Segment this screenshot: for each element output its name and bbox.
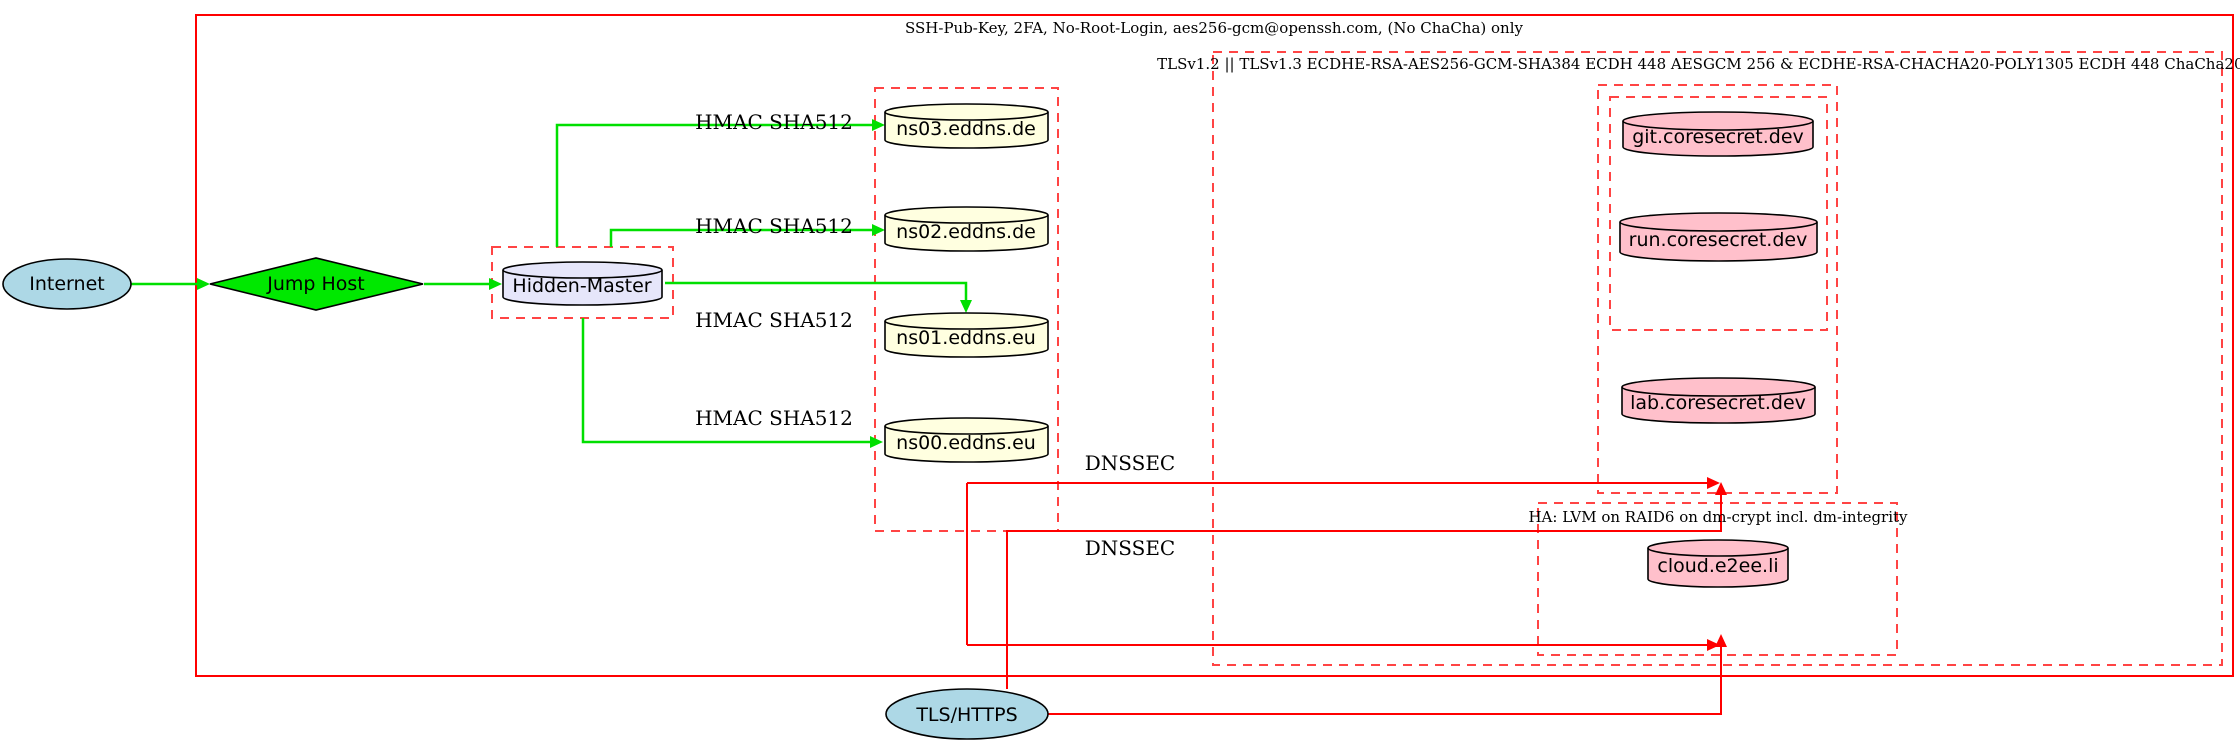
git-node bbox=[1622, 111, 1814, 157]
edge-label-hmac-ns03: HMAC SHA512 bbox=[695, 110, 853, 134]
jump-host-label: Jump Host bbox=[267, 273, 365, 295]
ha-cluster-box bbox=[1537, 502, 1898, 656]
ssh-cluster-box bbox=[195, 14, 2234, 677]
ns00-label: ns00.eddns.eu bbox=[896, 432, 1036, 454]
edge-tlshttps-to-ha bbox=[1048, 647, 1722, 715]
ns03-node bbox=[884, 103, 1049, 149]
edge-hiddenmaster-ns02 bbox=[609, 228, 873, 247]
ns01-label: ns01.eddns.eu bbox=[896, 327, 1036, 349]
run-label: run.coresecret.dev bbox=[1628, 229, 1808, 251]
arrowhead-ns01 bbox=[960, 300, 972, 313]
ha-cluster-label: HA: LVM on RAID6 on dm-crypt incl. dm-in… bbox=[1528, 508, 1908, 526]
nameserver-cluster-box bbox=[874, 87, 1059, 532]
edge-label-dnssec-1: DNSSEC bbox=[1084, 451, 1176, 475]
tls-cluster-box bbox=[1212, 51, 2223, 666]
lab-label: lab.coresecret.dev bbox=[1630, 392, 1806, 414]
arrowhead-coresecret-right bbox=[1707, 477, 1720, 489]
edge-label-dnssec-2: DNSSEC bbox=[1084, 536, 1176, 560]
lab-node bbox=[1621, 377, 1816, 424]
coresecret-cluster-box bbox=[1597, 84, 1838, 494]
arrowhead-ha-right bbox=[1707, 639, 1720, 651]
ns03-label: ns03.eddns.de bbox=[896, 118, 1036, 140]
red-edges bbox=[966, 482, 1722, 715]
arrowhead-ns03 bbox=[872, 119, 885, 131]
green-arrowheads bbox=[197, 119, 972, 448]
hidden-master-label: Hidden-Master bbox=[512, 275, 652, 297]
edge-tlshttps-to-coresecret bbox=[1006, 495, 1722, 689]
internet-label: Internet bbox=[29, 273, 105, 295]
edge-hiddenmaster-ns00 bbox=[581, 318, 871, 444]
arrowhead-coresecret-up bbox=[1715, 482, 1727, 495]
jump-host-node bbox=[209, 257, 424, 311]
arrowhead-jumphost bbox=[197, 278, 210, 290]
internet-node bbox=[2, 258, 132, 310]
ns02-label: ns02.eddns.de bbox=[896, 221, 1036, 243]
edge-hiddenmaster-ns03 bbox=[555, 123, 873, 247]
git-label: git.coresecret.dev bbox=[1632, 126, 1804, 148]
edge-label-hmac-ns01: HMAC SHA512 bbox=[695, 308, 853, 332]
edge-label-hmac-ns00: HMAC SHA512 bbox=[695, 406, 853, 430]
arrowhead-ns00 bbox=[870, 436, 883, 448]
tls-cluster-label: TLSv1.2 || TLSv1.3 ECDHE-RSA-AES256-GCM-… bbox=[1157, 55, 2240, 73]
tls-https-label: TLS/HTTPS bbox=[916, 704, 1018, 726]
edge-label-hmac-ns02: HMAC SHA512 bbox=[695, 214, 853, 238]
red-arrowheads bbox=[1707, 477, 1727, 651]
edge-hiddenmaster-ns01 bbox=[665, 281, 968, 301]
ssh-cluster-label: SSH-Pub-Key, 2FA, No-Root-Login, aes256-… bbox=[905, 19, 1523, 37]
cloud-node bbox=[1647, 539, 1789, 588]
ns02-node bbox=[884, 206, 1049, 252]
arrowhead-hiddenmaster bbox=[489, 278, 502, 290]
tls-https-node bbox=[885, 688, 1049, 740]
arrowhead-ha-up bbox=[1715, 634, 1727, 647]
cloud-label: cloud.e2ee.li bbox=[1657, 555, 1779, 577]
run-node bbox=[1619, 212, 1818, 262]
green-edges bbox=[131, 123, 968, 444]
ns01-node bbox=[884, 312, 1049, 358]
ns00-node bbox=[884, 417, 1049, 463]
hidden-master-node bbox=[502, 261, 663, 306]
arrowhead-ns02 bbox=[872, 224, 885, 236]
